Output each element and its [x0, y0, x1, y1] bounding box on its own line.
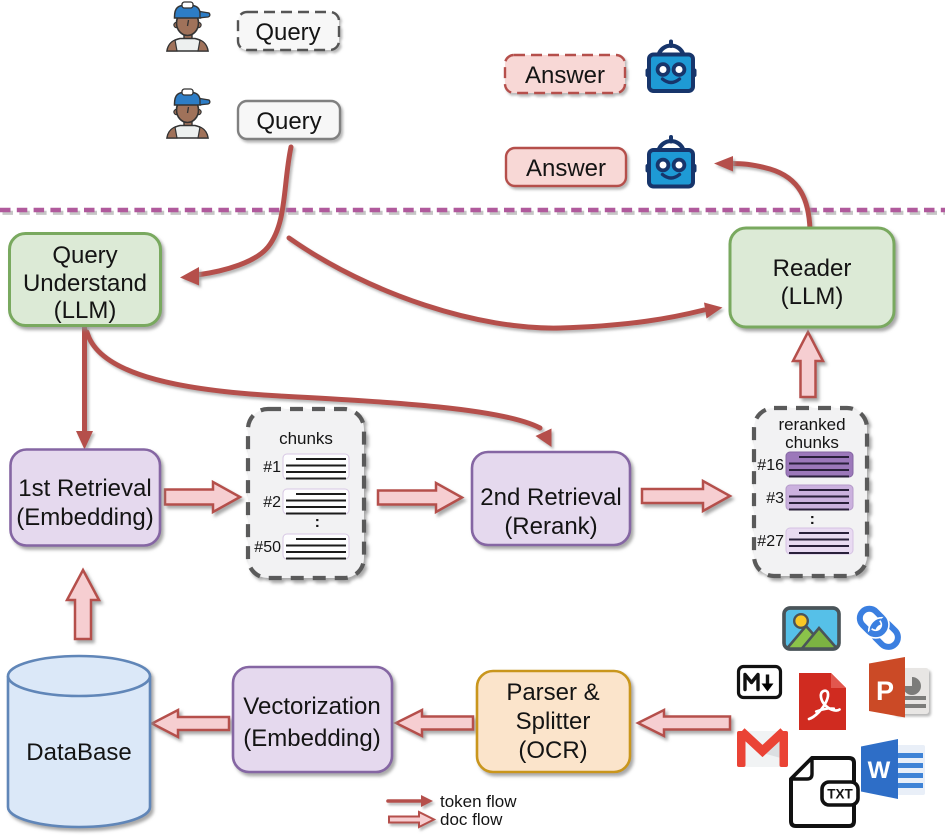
svg-text:reranked: reranked [778, 415, 845, 434]
svg-text:(Embedding): (Embedding) [243, 725, 380, 752]
svg-text:Answer: Answer [525, 62, 605, 89]
svg-text:chunks: chunks [785, 433, 839, 452]
svg-text:(Embedding): (Embedding) [16, 504, 153, 531]
svg-text:Answer: Answer [526, 155, 606, 182]
svg-text:(LLM): (LLM) [781, 283, 844, 310]
svg-text::: : [315, 514, 320, 531]
svg-text:(Rerank): (Rerank) [504, 513, 597, 540]
svg-text:#16: #16 [757, 457, 784, 474]
svg-text::: : [810, 511, 815, 528]
svg-text:Vectorization: Vectorization [243, 693, 380, 720]
svg-text:Parser &: Parser & [506, 679, 599, 706]
svg-text:Query: Query [52, 242, 117, 269]
svg-text:2nd Retrieval: 2nd Retrieval [480, 484, 621, 511]
svg-text:TXT: TXT [827, 787, 853, 802]
svg-text:#2: #2 [263, 494, 281, 511]
svg-text:Splitter: Splitter [516, 708, 591, 735]
svg-text:#1: #1 [263, 459, 281, 476]
svg-text:DataBase: DataBase [26, 739, 131, 766]
svg-text:Query: Query [256, 108, 321, 135]
svg-text:#27: #27 [757, 533, 784, 550]
svg-text:chunks: chunks [279, 429, 333, 448]
svg-text:Query: Query [255, 19, 320, 46]
svg-text:W: W [868, 757, 891, 784]
svg-text:Understand: Understand [23, 270, 147, 297]
svg-text:P: P [876, 676, 894, 706]
svg-text:#3: #3 [766, 490, 784, 507]
svg-text:token flow: token flow [440, 792, 517, 811]
svg-text:Reader: Reader [773, 255, 852, 282]
svg-text:(LLM): (LLM) [54, 297, 117, 324]
svg-text:doc flow: doc flow [440, 810, 503, 829]
svg-text:(OCR): (OCR) [518, 737, 587, 764]
svg-text:#50: #50 [254, 539, 281, 556]
svg-text:1st Retrieval: 1st Retrieval [18, 475, 151, 502]
